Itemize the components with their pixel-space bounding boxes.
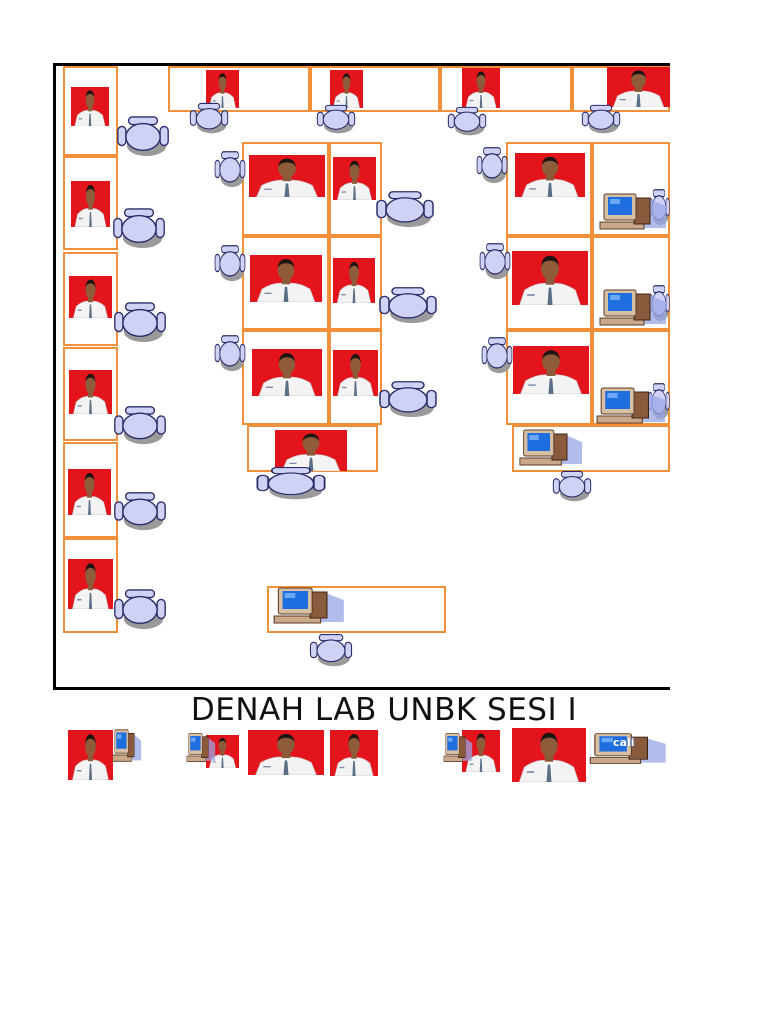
office-chair-icon xyxy=(214,150,246,188)
student-photo xyxy=(71,87,109,126)
office-chair-icon xyxy=(479,242,511,280)
student-photo xyxy=(512,728,586,782)
office-chair-icon xyxy=(112,207,166,249)
student-photo xyxy=(68,469,111,515)
computer-workstation-icon xyxy=(598,288,668,328)
office-chair-icon xyxy=(378,286,438,324)
office-chair-icon xyxy=(552,470,592,502)
office-chair-icon xyxy=(481,336,513,374)
student-photo xyxy=(515,153,585,197)
office-chair-icon xyxy=(113,588,167,630)
desk xyxy=(168,66,310,112)
computer-workstation-icon xyxy=(186,732,216,764)
student-photo xyxy=(462,68,500,108)
student-photo xyxy=(462,730,500,772)
computer-workstation-icon xyxy=(595,386,667,426)
computer-workstation-icon xyxy=(588,732,668,766)
office-chair-icon xyxy=(113,405,167,445)
student-photo xyxy=(68,730,113,780)
student-photo xyxy=(333,157,376,200)
student-photo xyxy=(330,730,378,776)
office-chair-icon xyxy=(581,104,621,134)
office-chair-icon xyxy=(116,115,170,157)
office-chair-icon xyxy=(189,102,229,134)
office-chair-icon xyxy=(316,104,356,134)
lab-room-walls xyxy=(53,63,670,690)
office-chair-icon xyxy=(309,633,353,667)
office-chair-icon xyxy=(375,190,435,228)
computer-workstation-icon xyxy=(272,586,346,626)
office-chair-icon xyxy=(476,146,508,184)
office-chair-icon xyxy=(113,491,167,531)
student-photo xyxy=(250,255,322,302)
student-photo xyxy=(513,346,589,394)
student-photo xyxy=(71,181,110,227)
student-photo xyxy=(333,350,378,396)
student-photo xyxy=(333,258,375,303)
student-photo xyxy=(275,430,347,471)
stray-label: cali xyxy=(613,736,635,749)
student-photo xyxy=(252,349,322,396)
student-photo xyxy=(68,559,113,609)
student-photo xyxy=(69,370,112,414)
office-chair-icon xyxy=(214,244,246,282)
office-chair-icon xyxy=(214,334,246,372)
student-photo xyxy=(330,70,363,108)
student-photo xyxy=(249,155,325,197)
computer-workstation-icon xyxy=(518,428,584,468)
computer-workstation-icon xyxy=(112,728,142,764)
computer-workstation-icon xyxy=(443,732,473,764)
office-chair-icon xyxy=(447,106,487,136)
office-chair-icon xyxy=(113,301,167,343)
floor-plan-title: DENAH LAB UNBK SESI I xyxy=(190,692,578,728)
student-photo xyxy=(607,67,670,107)
student-photo xyxy=(69,276,112,318)
computer-workstation-icon xyxy=(598,192,668,232)
student-photo xyxy=(512,251,588,305)
office-chair-icon xyxy=(255,466,327,500)
student-photo xyxy=(248,730,324,775)
office-chair-icon xyxy=(378,380,438,418)
